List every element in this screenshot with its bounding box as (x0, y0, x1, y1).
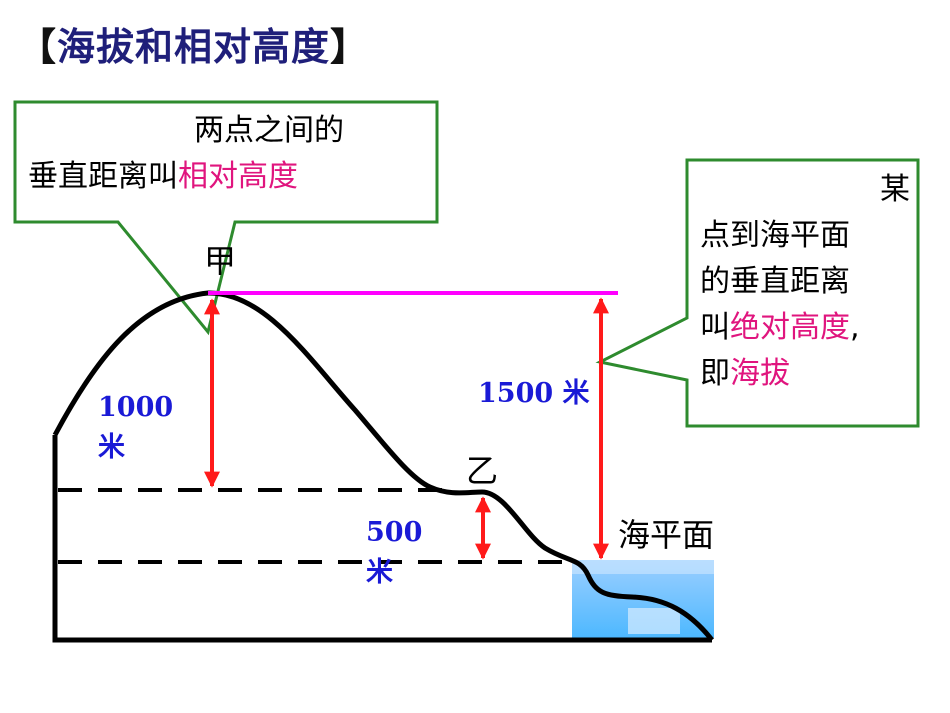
altitude-term: 海拔 (730, 356, 790, 391)
height-1000-unit: 米 (98, 432, 125, 463)
title-bracket-open: 【 (18, 25, 58, 69)
relative-callout-line2: 垂直距离叫相对高度 (28, 154, 344, 200)
absolute-callout-prefix2: 即 (700, 356, 730, 391)
terrain-profile (52, 290, 714, 642)
height-1500-label: 1500 米 (478, 378, 590, 409)
absolute-callout-line3: 的垂直距离 (700, 264, 850, 299)
absolute-callout-line2: 点到海平面 (700, 218, 850, 253)
relative-callout-line1: 两点之间的 (194, 113, 344, 148)
point-jia-label: 甲 (204, 242, 237, 280)
point-yi-label: 乙 (466, 452, 499, 490)
title-text: 海拔和相对高度 (57, 25, 331, 69)
height-500-label: 500 米 (366, 513, 422, 593)
absolute-height-callout-bubble (595, 158, 920, 428)
height-1000-label: 1000 米 (98, 388, 173, 468)
height-1000-value: 1000 (98, 392, 174, 423)
sea-level-label: 海平面 (618, 516, 715, 554)
relative-height-term: 相对高度 (178, 159, 298, 194)
absolute-callout-prefix: 叫 (700, 310, 730, 345)
absolute-callout-line4: 叫绝对高度, (700, 305, 910, 351)
absolute-callout-line1: 某 (880, 172, 910, 207)
height-500-unit: 米 (366, 557, 393, 588)
relative-height-callout-text: 两点之间的 垂直距离叫相对高度 (28, 108, 344, 200)
relative-height-callout-bubble (13, 100, 439, 336)
page-title: 【海拔和相对高度】 (18, 16, 369, 71)
absolute-callout-line5: 即海拔 (700, 351, 910, 397)
absolute-height-callout-text: 某 点到海平面 的垂直距离 叫绝对高度, 即海拔 (700, 167, 910, 397)
relative-callout-prefix: 垂直距离叫 (28, 159, 178, 194)
absolute-height-term: 绝对高度 (730, 310, 850, 345)
height-500-value: 500 (366, 517, 423, 548)
terrain-base-frame (52, 435, 712, 643)
absolute-callout-comma: , (850, 310, 860, 345)
title-bracket-close: 】 (330, 25, 370, 69)
